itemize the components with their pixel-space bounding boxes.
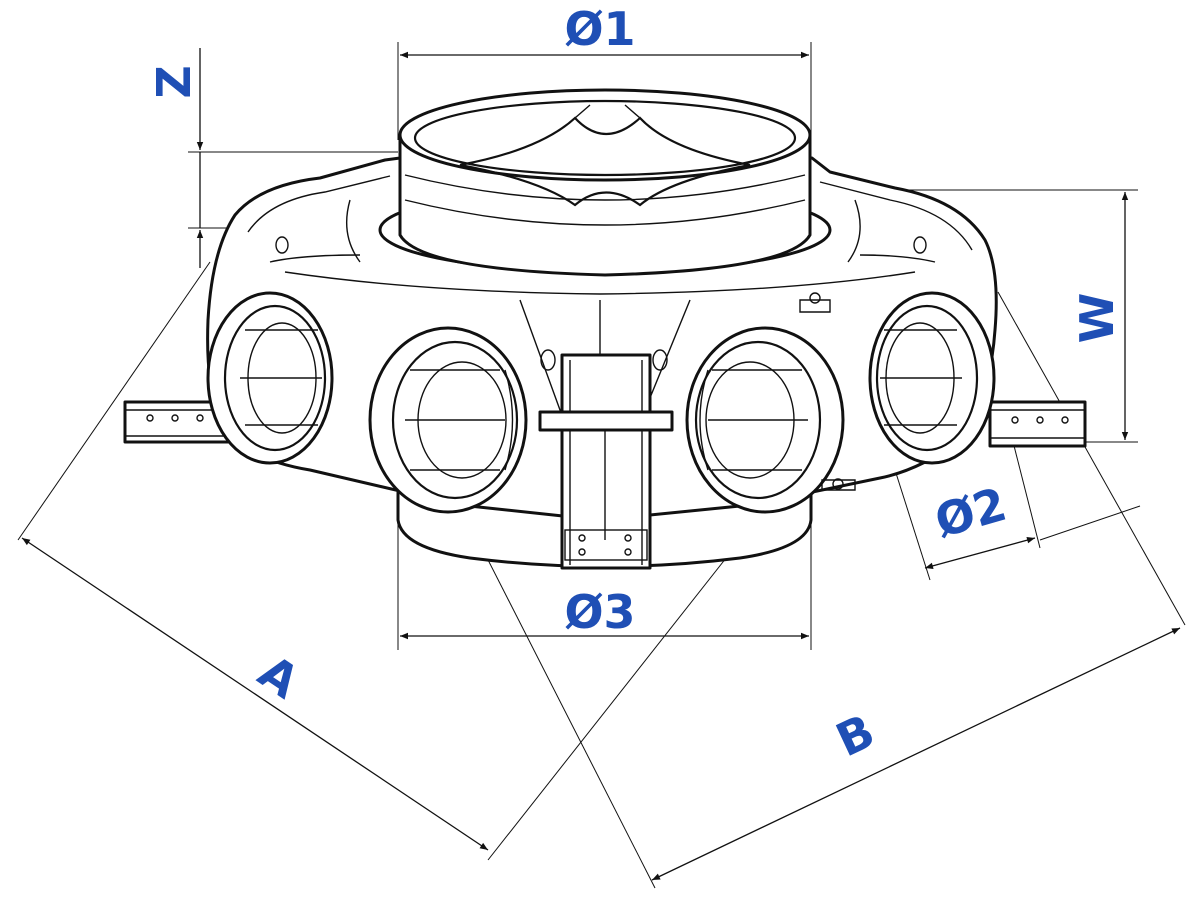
seal-cross [459,116,751,207]
dimension-a-line [21,537,489,851]
label-d1: Ø1 [564,2,635,56]
label-b: B [828,704,883,768]
label-z: Z [147,65,201,98]
spigot-1 [206,291,334,465]
label-a: A [249,644,309,709]
right-mounting-bracket [988,400,1087,448]
label-d2: Ø2 [929,477,1012,549]
spigot-2 [368,326,528,514]
plenum-box [123,88,1087,570]
label-d3: Ø3 [564,585,635,639]
label-w: W [1070,293,1124,344]
dimension-d2-line [924,537,1036,569]
spigot-3 [685,326,845,514]
center-clip-bracket [560,353,652,570]
spigot-4 [868,291,996,465]
dimension-b-line [651,627,1181,881]
